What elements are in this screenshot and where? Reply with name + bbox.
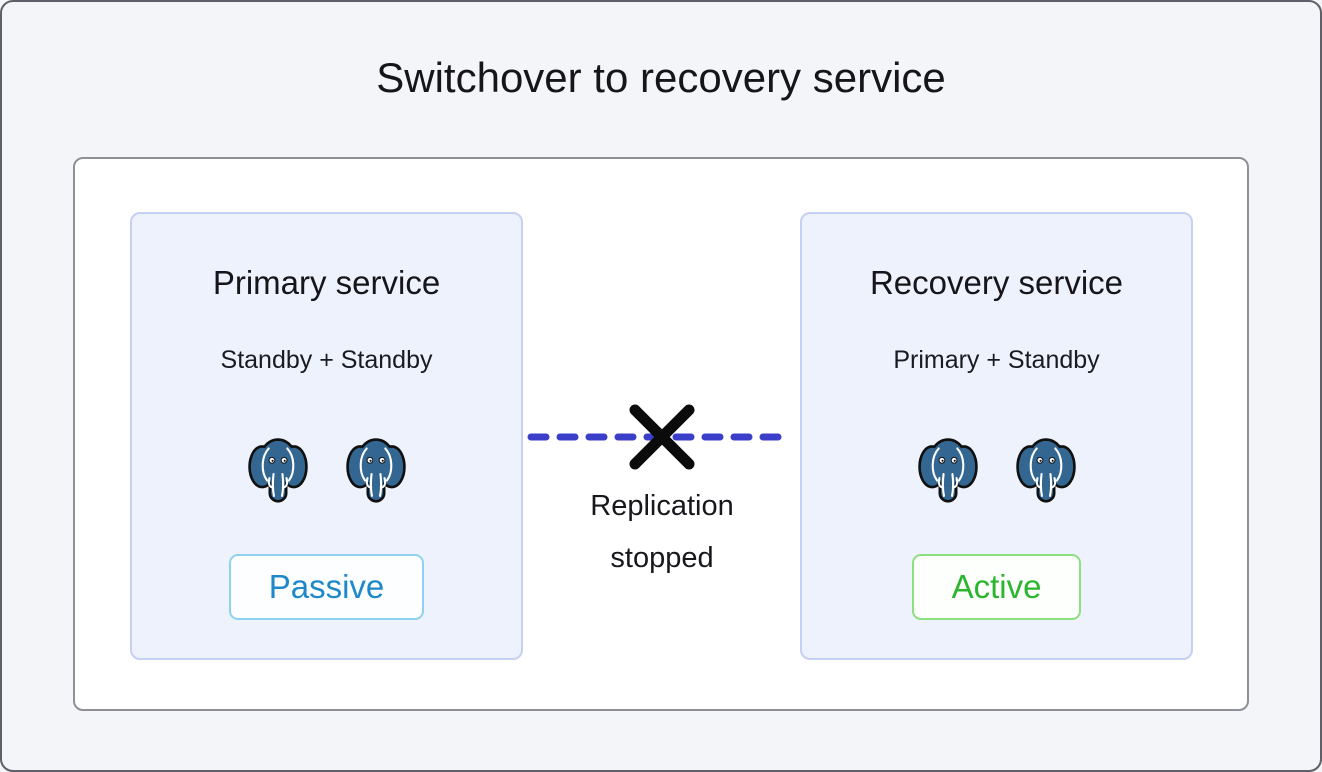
primary-status-badge: Passive	[228, 554, 425, 620]
primary-service-roles: Standby + Standby	[220, 346, 433, 374]
replication-status-label: Replication stopped	[527, 480, 797, 584]
stopped-cross-icon	[629, 404, 695, 470]
postgresql-elephant-icon	[345, 436, 407, 504]
primary-instance-row	[132, 436, 521, 504]
recovery-instance-row	[802, 436, 1191, 504]
postgresql-elephant-icon	[247, 436, 309, 504]
diagram-title: Switchover to recovery service	[376, 54, 946, 101]
replication-status-label-line2: stopped	[610, 542, 714, 574]
postgresql-elephant-icon	[917, 436, 979, 504]
replication-status-label-line1: Replication	[590, 490, 734, 522]
recovery-service-roles: Primary + Standby	[893, 346, 1100, 374]
primary-service-title: Primary service	[212, 264, 441, 301]
recovery-status-badge: Active	[911, 554, 1082, 620]
recovery-service-card: Recovery service Primary + Standby Activ…	[800, 212, 1193, 660]
postgresql-elephant-icon	[1015, 436, 1077, 504]
primary-service-card: Primary service Standby + Standby Passiv…	[130, 212, 523, 660]
recovery-service-title: Recovery service	[869, 264, 1124, 301]
